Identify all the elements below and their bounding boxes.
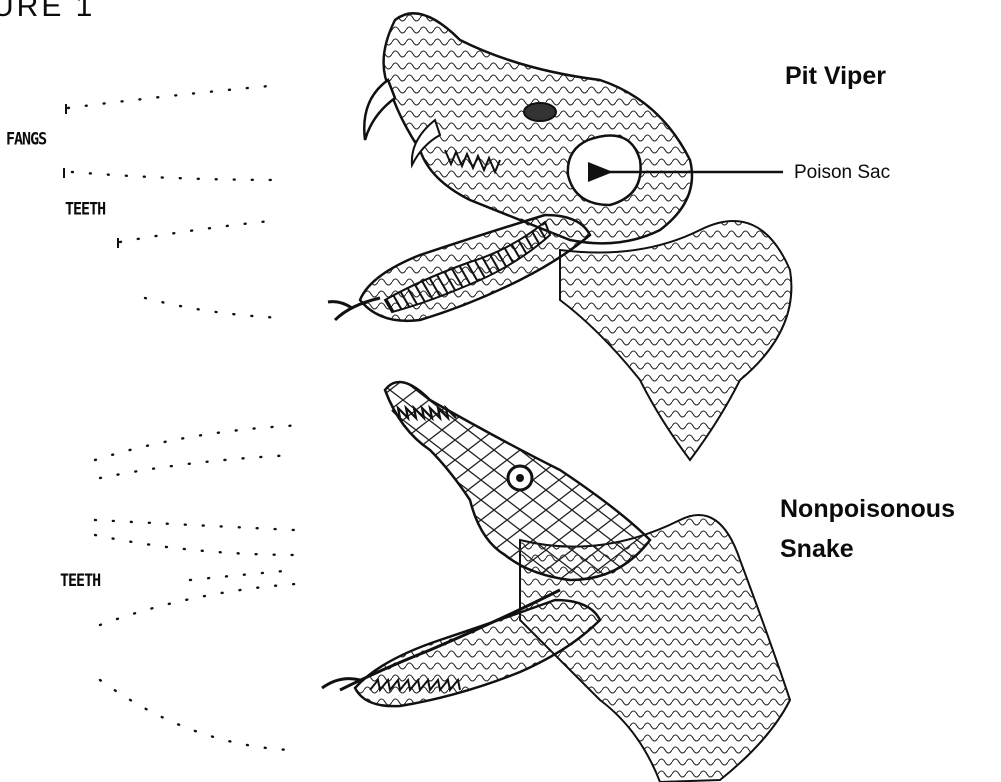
poison-sac-label: Poison Sac [794, 162, 890, 184]
pit-viper-neck [560, 221, 791, 460]
guide-line-teeth-top [120, 220, 280, 242]
nonpoisonous-snake-illustration [322, 382, 790, 782]
pit-viper-eye [524, 103, 556, 121]
fangs-label: FANGS [6, 129, 46, 150]
poison-sac [568, 136, 641, 206]
guide-line-np-top-2 [100, 455, 295, 478]
guide-line-jaw-bottom [145, 298, 285, 318]
pit-viper-teeth-label: TEETH [65, 199, 105, 220]
nonpoisonous-teeth-label: TEETH [60, 570, 100, 591]
nonpoisonous-title-line1: Nonpoisonous [780, 495, 955, 524]
guide-line-np-mid-1 [95, 520, 295, 530]
guide-line-np-teeth-2 [100, 584, 295, 625]
front-fang [364, 80, 395, 140]
tick-marks [64, 104, 118, 248]
guide-line-np-top-1 [95, 425, 305, 460]
guide-line-np-mid-2 [95, 535, 300, 555]
guide-line-fang-top [68, 85, 280, 108]
pit-viper-title: Pit Viper [785, 62, 886, 91]
dotted-guides [68, 85, 305, 750]
guide-line-np-bottom [100, 680, 290, 750]
guide-line-np-teeth-1 [190, 570, 295, 580]
figure-label: URE 1 [0, 0, 95, 24]
guide-line-fang-bottom [72, 172, 285, 180]
nonpoisonous-title-line2: Snake [780, 535, 854, 564]
